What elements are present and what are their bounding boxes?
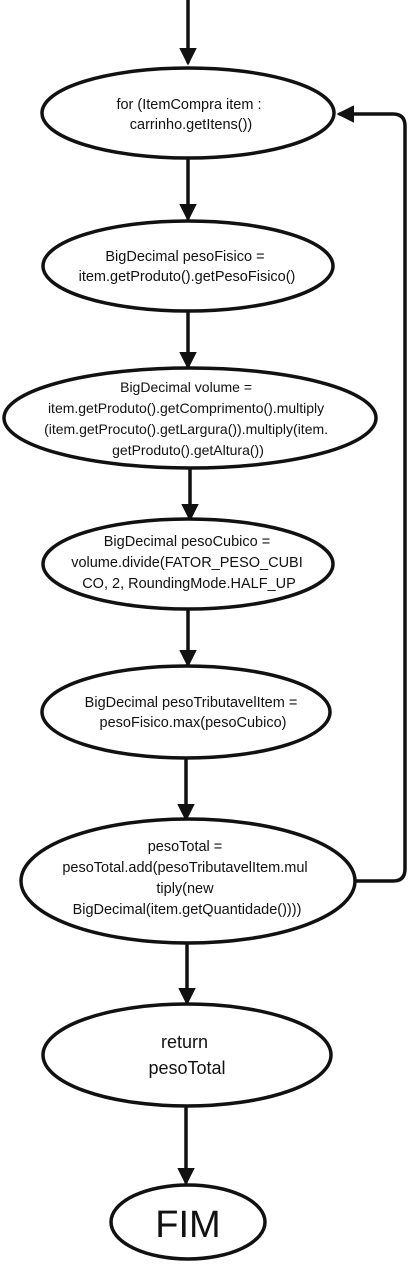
node-pesocubico-line: BigDecimal pesoCubico = xyxy=(104,534,270,550)
node-fim-line: FIM xyxy=(155,1204,220,1246)
node-pesototal-shape xyxy=(19,817,357,945)
node-return-line: return xyxy=(161,1032,208,1052)
node-volume-line: item.getProduto().getComprimento().multi… xyxy=(48,400,324,416)
node-volume-line: getProduto().getAltura()) xyxy=(112,442,264,458)
node-pesototal-label: pesoTotal = pesoTotal.add(pesoTributavel… xyxy=(62,839,311,918)
connectors xyxy=(177,0,407,1186)
node-pesotributavel-shape xyxy=(40,664,332,760)
node-pesocubico-line: volume.divide(FATOR_PESO_CUBI xyxy=(71,555,303,571)
node-volume-line: BigDecimal volume = xyxy=(120,379,252,395)
node-pesototal-line: BigDecimal(item.getQuantidade()))) xyxy=(73,902,302,918)
node-pesofisico-shape xyxy=(41,219,335,313)
node-fim-label: FIM xyxy=(155,1204,220,1246)
node-return-label: return pesoTotal xyxy=(148,1032,225,1078)
node-pesototal-line: tiply(new xyxy=(156,881,214,897)
node-pesofisico-label: BigDecimal pesoFisico = item.getProduto(… xyxy=(79,249,296,285)
nodes xyxy=(2,66,378,1261)
node-pesototal-line: pesoTotal.add(pesoTributavelItem.mul xyxy=(62,860,307,876)
node-loop-label: for (ItemCompra item : carrinho.getItens… xyxy=(116,97,265,133)
node-pesofisico-line: item.getProduto().getPesoFisico() xyxy=(79,269,296,285)
loop-back-arrow xyxy=(336,105,407,883)
node-return-line: pesoTotal xyxy=(148,1058,225,1078)
node-loop-line: for (ItemCompra item : xyxy=(116,97,261,113)
node-pesocubico-shape xyxy=(41,517,335,611)
node-volume-shape xyxy=(2,366,378,470)
node-return-shape xyxy=(41,1002,333,1108)
node-pesocubico-line: CO, 2, RoundingMode.HALF_UP xyxy=(82,576,296,592)
node-pesofisico-line: BigDecimal pesoFisico = xyxy=(105,249,264,265)
node-pesotributavel-line: BigDecimal pesoTributavelItem = xyxy=(85,695,298,711)
node-pesototal-line: pesoTotal = xyxy=(148,839,223,855)
node-pesotributavel-line: pesoFisico.max(pesoCubico) xyxy=(100,715,287,731)
node-loop-line: carrinho.getItens()) xyxy=(130,117,253,133)
node-loop-shape xyxy=(40,66,336,160)
node-volume-label: BigDecimal volume = item.getProduto().ge… xyxy=(44,379,332,458)
node-pesotributavel-label: BigDecimal pesoTributavelItem = pesoFisi… xyxy=(85,695,302,731)
node-volume-line: (item.getProcuto().getLargura()).multipl… xyxy=(44,421,328,437)
node-fim-shape xyxy=(109,1183,267,1261)
node-pesocubico-label: BigDecimal pesoCubico = volume.divide(FA… xyxy=(71,534,307,592)
